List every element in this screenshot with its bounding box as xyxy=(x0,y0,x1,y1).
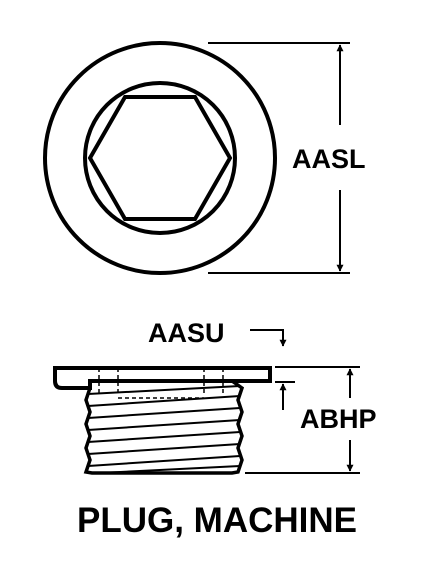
side-view xyxy=(53,366,272,475)
flange xyxy=(53,366,272,390)
hex-socket xyxy=(87,95,233,221)
aasu-label: AASU xyxy=(148,318,225,348)
abhp-dimension: ABHP xyxy=(245,366,377,474)
top-view xyxy=(43,41,277,275)
aasu-dimension: AASU xyxy=(148,318,295,410)
inner-bore xyxy=(83,81,237,235)
thread-body xyxy=(83,379,245,475)
thread-lines xyxy=(87,385,241,474)
aasl-dimension: AASL xyxy=(208,42,366,274)
part-name-title: PLUG, MACHINE xyxy=(77,501,357,540)
outer-ring xyxy=(43,41,277,275)
abhp-label: ABHP xyxy=(300,404,377,434)
aasl-label: AASL xyxy=(292,144,366,174)
aasu-leader xyxy=(250,329,287,347)
